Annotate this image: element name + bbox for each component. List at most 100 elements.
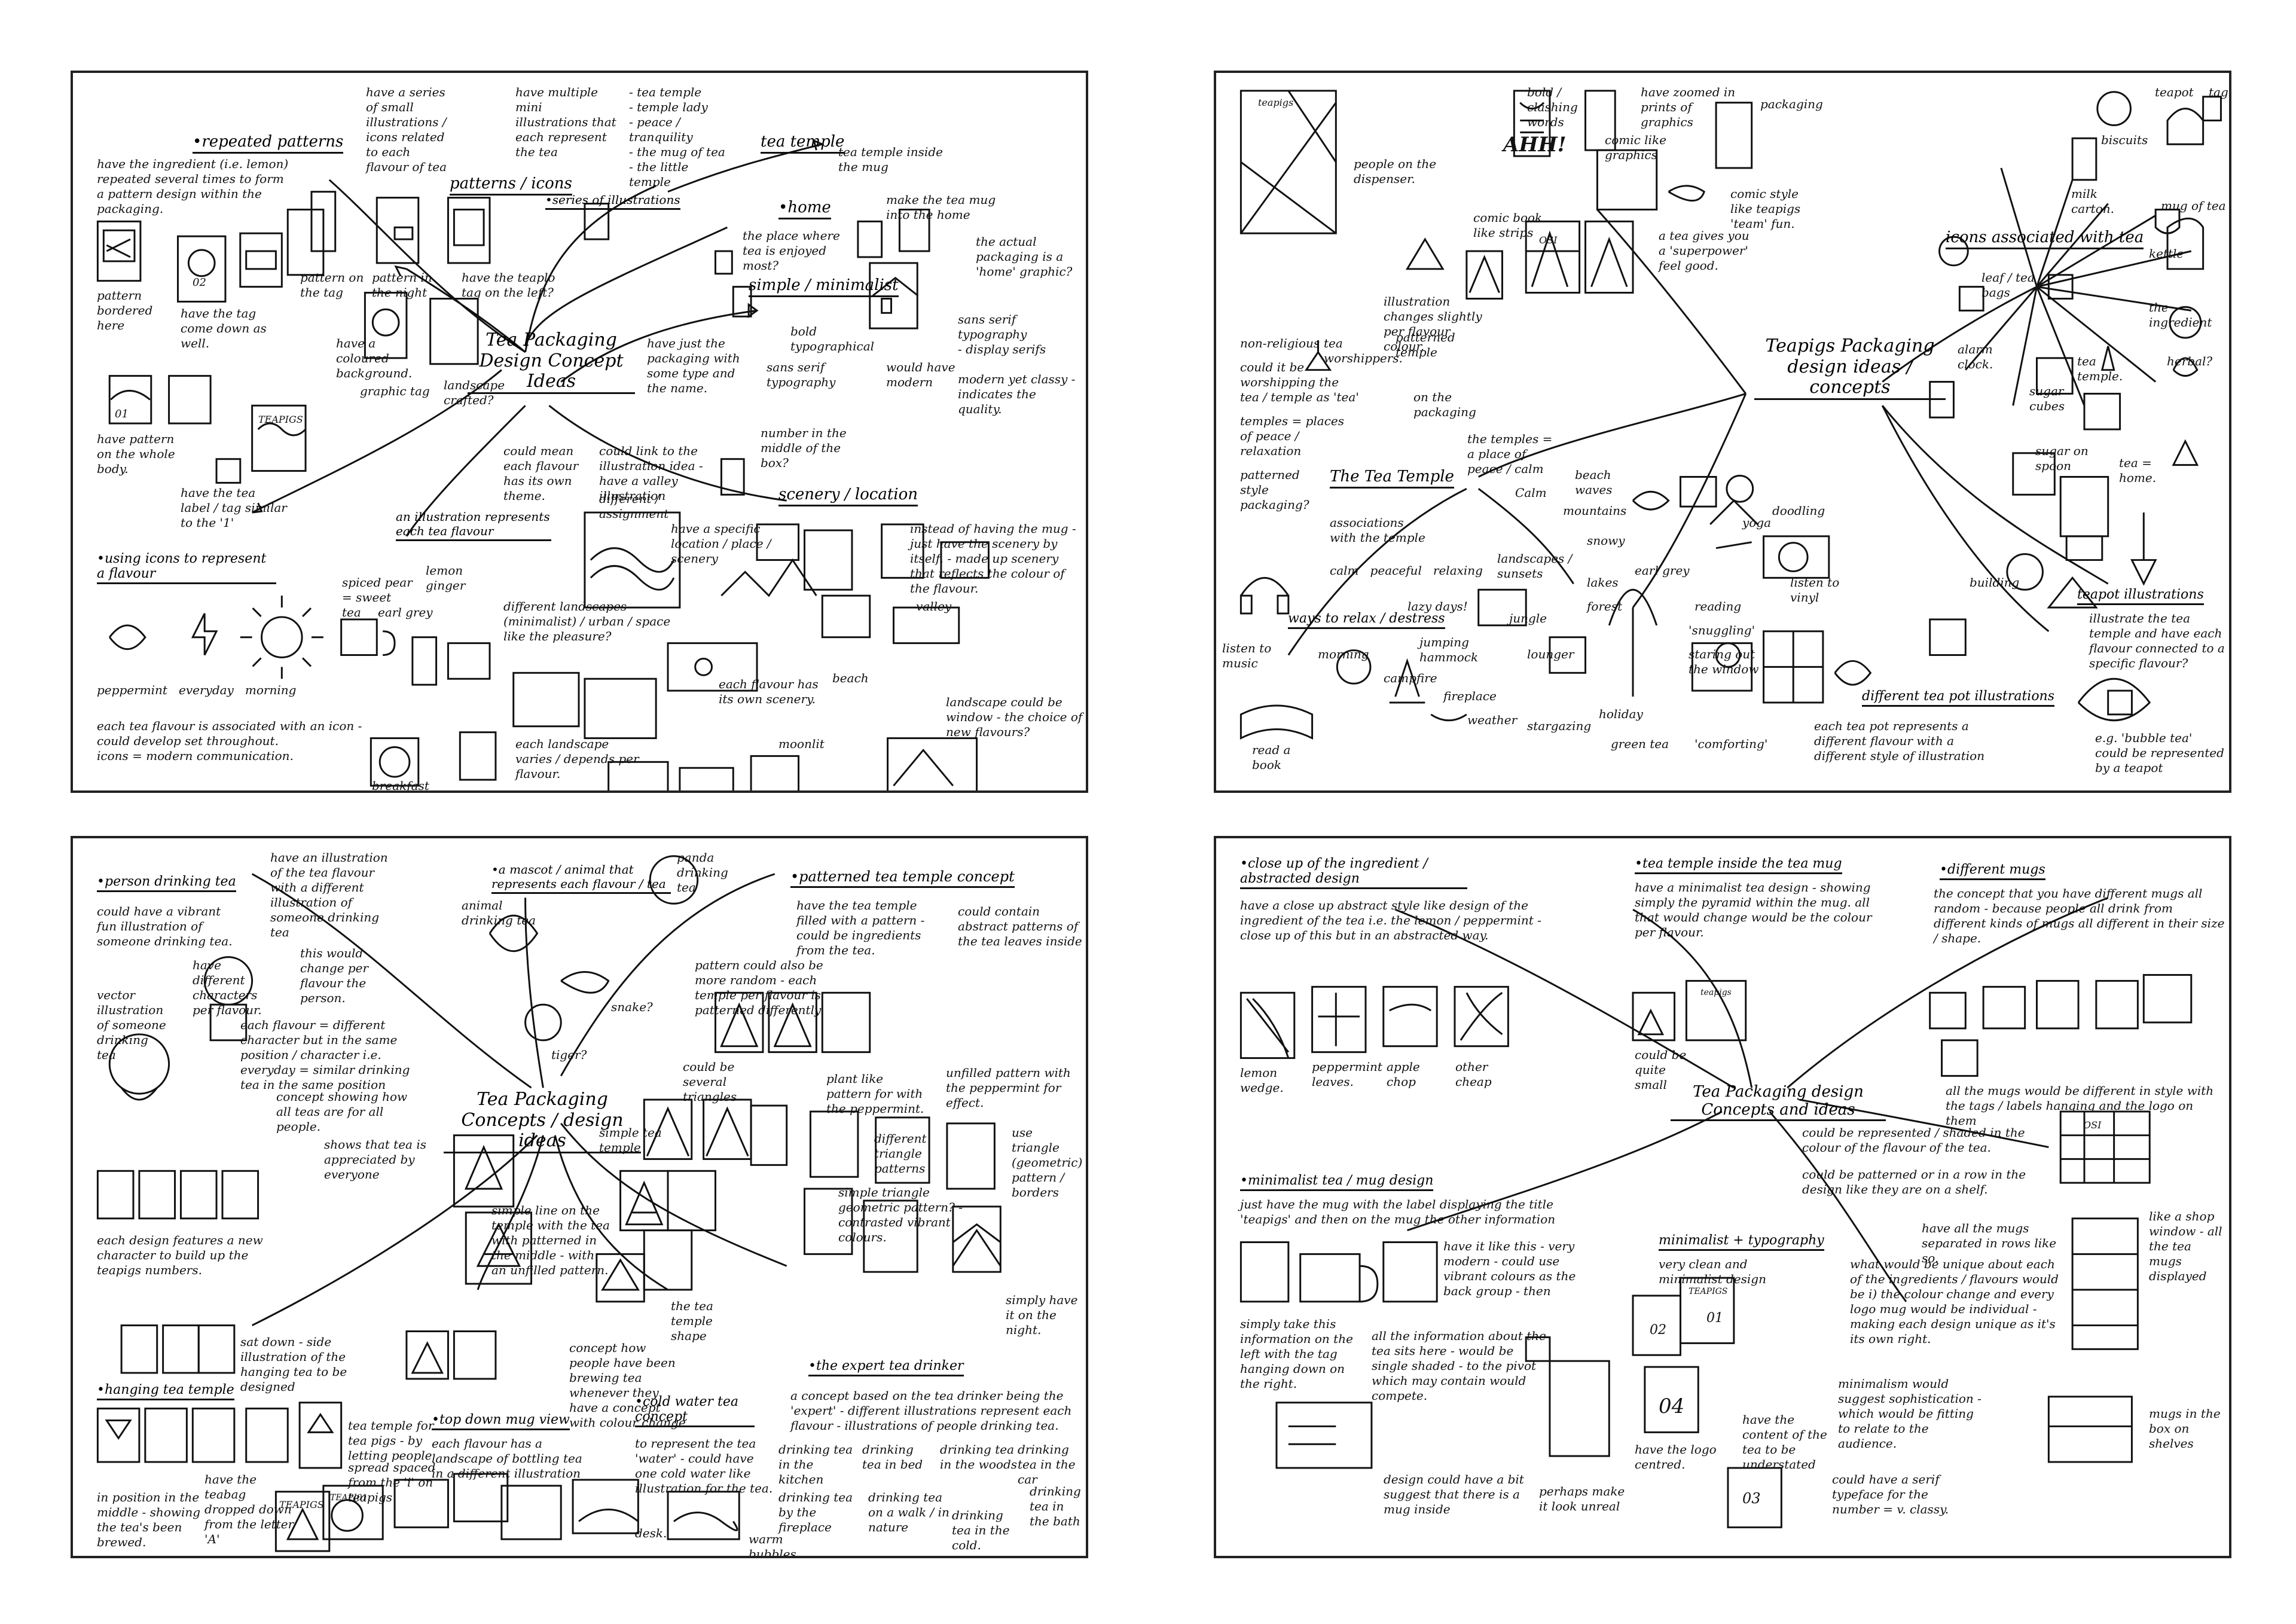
sheet3-head-patterned-temple: patterned tea temple concept: [790, 868, 1015, 888]
sheet3-note-brewing-concept: concept how people have been brewing tea…: [569, 1341, 686, 1430]
sheet4-head-close-up: close up of the ingredient / abstracted …: [1240, 856, 1467, 889]
sheet-tea-packaging-concepts-design-ideas: Tea Packaging Concepts / design ideas pe…: [71, 836, 1088, 1558]
sheet2-title: Teapigs Packaging design ideas / concept…: [1754, 335, 1946, 400]
sheet4-head-minimalist-typography: minimalist + typography: [1659, 1233, 1824, 1251]
sheet3-note-unfilled-pattern: unfilled pattern with the peppermint for…: [946, 1066, 1075, 1110]
sheet4-note-serif-number: could have a serif typeface for the numb…: [1832, 1472, 1949, 1516]
sheet2-note-campfire: campfire: [1384, 671, 1437, 685]
sheet4-note-understated: have the content of the tea to be unders…: [1742, 1412, 1831, 1472]
sheet2-note-staring-window: staring out the window: [1689, 647, 1759, 676]
sheet2-note-building: building: [1970, 575, 2020, 590]
sheet3-note-geometric-borders: use triangle (geometric) pattern / borde…: [1012, 1125, 1086, 1199]
sheet3-note-desk: desk.: [635, 1526, 667, 1540]
sheet2-note-alarm-clock: alarm clock.: [1958, 342, 1997, 371]
sheet2-head-tea-temple: The Tea Temple: [1330, 468, 1454, 489]
sheet4-note-mug-inside: design could have a bit suggest that the…: [1384, 1472, 1528, 1516]
sheet3-note-pattern-random: pattern could also be more random - each…: [695, 958, 828, 1017]
sheet2-note-worshipping-tea: could it be worshipping the tea / temple…: [1240, 360, 1359, 404]
sheet4-note-information: all the information about the tea sits h…: [1372, 1329, 1550, 1403]
sheet1-note-lemon-ginger: lemon ginger: [426, 563, 467, 593]
sheet4-label-04: 04: [1659, 1394, 1685, 1418]
sheet1-note-earl-grey: earl grey: [378, 605, 433, 619]
sheet1-note-packaging-type: have just the packaging with some type a…: [647, 336, 744, 395]
sheet4-sketch-drawings: [1239, 896, 2193, 1528]
sheet1-label-01: 01: [115, 408, 129, 420]
sheet2-note-mountains: mountains: [1563, 503, 1627, 518]
sheet3-note-spread-spaced: spread spaced from the 'i' on teapigs: [348, 1460, 439, 1504]
sheet2-note-tea-bags: leaf / tea bags: [1981, 270, 2039, 300]
sheet4-note-apple: apple chop: [1387, 1060, 1424, 1089]
sheet2-note-fireplace: fireplace: [1443, 689, 1497, 703]
sheet3-note-snake: snake?: [611, 1000, 653, 1014]
sheet2-note-forest: forest: [1587, 599, 1623, 613]
sheet1-note-valley: valley: [916, 599, 952, 613]
sheet2-note-lounger: lounger: [1527, 647, 1574, 661]
sheet2-note-zoomed-prints: have zoomed in prints of graphics: [1641, 85, 1739, 129]
sheet1-note-specific-location: have a specific location / place / scene…: [671, 521, 775, 566]
sheet2-note-jungle: jungle: [1509, 611, 1547, 625]
sheet2-note-place-of-peace: the temples = a place of peace / calm: [1467, 432, 1556, 476]
sheet2-label-calm: Calm: [1515, 486, 1547, 500]
sheet1-label-02: 02: [193, 276, 206, 289]
sheet2-note-tea-home: tea = home.: [2119, 456, 2157, 485]
sheet-tea-packaging-design-concepts: Tea Packaging design Concepts and ideas …: [1214, 836, 2231, 1558]
sheet4-note-lemon: lemon wedge.: [1240, 1066, 1284, 1095]
sheet3-label-teapi01: TEAPI01: [330, 1493, 368, 1503]
sheet4-note-random-mugs: the concept that you have different mugs…: [1934, 886, 2228, 945]
sheet1-note-graphic-tag: graphic tag: [360, 384, 430, 398]
sheet4-note-info-left: simply take this information on the left…: [1240, 1317, 1357, 1391]
sheet1-note-valley-illustration: could link to the illustration idea - ha…: [599, 444, 707, 503]
sheet2-note-earl-grey: earl grey: [1635, 563, 1690, 578]
sheet2-note-comic-strips: comic book like strips: [1473, 210, 1546, 240]
sheet1-note-own-theme: could mean each flavour has its own them…: [503, 444, 582, 503]
sheet1-note-breakfast: breakfast: [372, 779, 429, 793]
sheet1-note-landscape-crafted: landscape crafted?: [444, 378, 509, 407]
sheet3-note-different-characters: have different characters per flavour.: [193, 958, 262, 1017]
sheet3-note-abstract-patterns: could contain abstract patterns of the t…: [958, 904, 1082, 948]
sheet2-note-milk-carton: milk carton.: [2071, 187, 2115, 216]
sheet3-note-change-per-flavour: this would change per flavour the person…: [300, 946, 373, 1005]
sheet1-head-illustration-flavour: an illustration represents each tea flav…: [396, 509, 551, 541]
sheet4-note-shelf-row: could be patterned or in a row in the de…: [1802, 1167, 2030, 1196]
sheet3-note-bath: drinking tea in the bath: [1030, 1484, 1085, 1528]
sheet1-note-place-enjoyed: the place where tea is enjoyed most?: [743, 228, 844, 273]
sheet4-note-look-unreal: perhaps make it look unreal: [1539, 1484, 1629, 1513]
sheet3-note-animal-drinking: animal drinking tea: [462, 898, 536, 927]
sheet2-head-ways-relax: ways to relax / destress: [1288, 611, 1445, 629]
sheet2-note-beach-waves: beach waves: [1575, 468, 1616, 497]
sheet4-label-01: 01: [1706, 1311, 1723, 1326]
sheet2-note-yoga: yoga: [1742, 515, 1772, 530]
sheet1-title: Tea Packaging Design Concept Ideas: [468, 329, 635, 394]
sheet2-head-different-teapots: different tea pot illustrations: [1862, 689, 2055, 707]
sheet3-note-temple-shape: the tea temple shape: [671, 1299, 718, 1343]
sheet4-note-mugs-box: mugs in the box on shelves: [2149, 1406, 2225, 1451]
sheet4-label-02: 02: [1650, 1323, 1666, 1338]
sheet2-note-stargazing: stargazing: [1527, 719, 1592, 733]
sheet3-note-expert-concept: a concept based on the tea drinker being…: [790, 1388, 1076, 1433]
sheet1-note-would-modern: would have modern: [886, 360, 959, 389]
sheet2-head-teapot-illustrations: teapot illustrations: [2077, 587, 2204, 605]
sheet3-note-simple-line: simple line on the temple with the tea w…: [491, 1203, 614, 1277]
sheet2-note-lakes: lakes: [1587, 575, 1619, 590]
sheet2-note-kettle: kettle: [2149, 246, 2184, 261]
sheet4-head-different-mugs: different mugs: [1940, 862, 2045, 880]
sheet2-title-text: Teapigs Packaging design ideas / concept…: [1754, 335, 1946, 400]
sheet4-note-minimalist-pyramid: have a minimalist tea design - showing s…: [1635, 880, 1876, 939]
sheet1-note-sans-serif: sans serif typography: [767, 360, 836, 389]
sheet4-note-shaded-colour: could be represented / shaded in the col…: [1802, 1125, 2029, 1155]
sheet3-note-new-character: each design features a new character to …: [97, 1233, 267, 1277]
sheet3-note-walk: drinking tea on a walk / in nature: [868, 1490, 954, 1534]
sheet1-note-different-assignment: different / assignment: [599, 492, 669, 521]
sheet2-note-superpower: a tea gives you a 'superpower' feel good…: [1659, 228, 1753, 273]
sheet1-note-icon-labels: peppermint everyday morning: [97, 683, 297, 697]
sheet1-title-text: Tea Packaging Design Concept Ideas: [468, 329, 635, 394]
sheet3-note-landscape-bottling: each flavour has a landscape of bottling…: [432, 1436, 587, 1480]
sheet2-note-teapot-flavour: each tea pot represents a different flav…: [1814, 719, 1985, 763]
sheet2-note-patterned-temple: patterned temple: [1396, 330, 1460, 359]
sheet1-head-simple-minimalist: simple / minimalist: [749, 276, 899, 297]
sheet4-note-close-up-style: have a close up abstract style like desi…: [1240, 898, 1546, 942]
sheet1-note-scenery-itself: instead of having the mug - just have th…: [910, 521, 1080, 596]
sheet4-note-mug-label: just have the mug with the label display…: [1240, 1197, 1558, 1226]
sheet3-note-bed: drinking tea in bed: [862, 1442, 923, 1472]
sheet3-note-cold-water: to represent the tea 'water' - could hav…: [635, 1436, 773, 1495]
